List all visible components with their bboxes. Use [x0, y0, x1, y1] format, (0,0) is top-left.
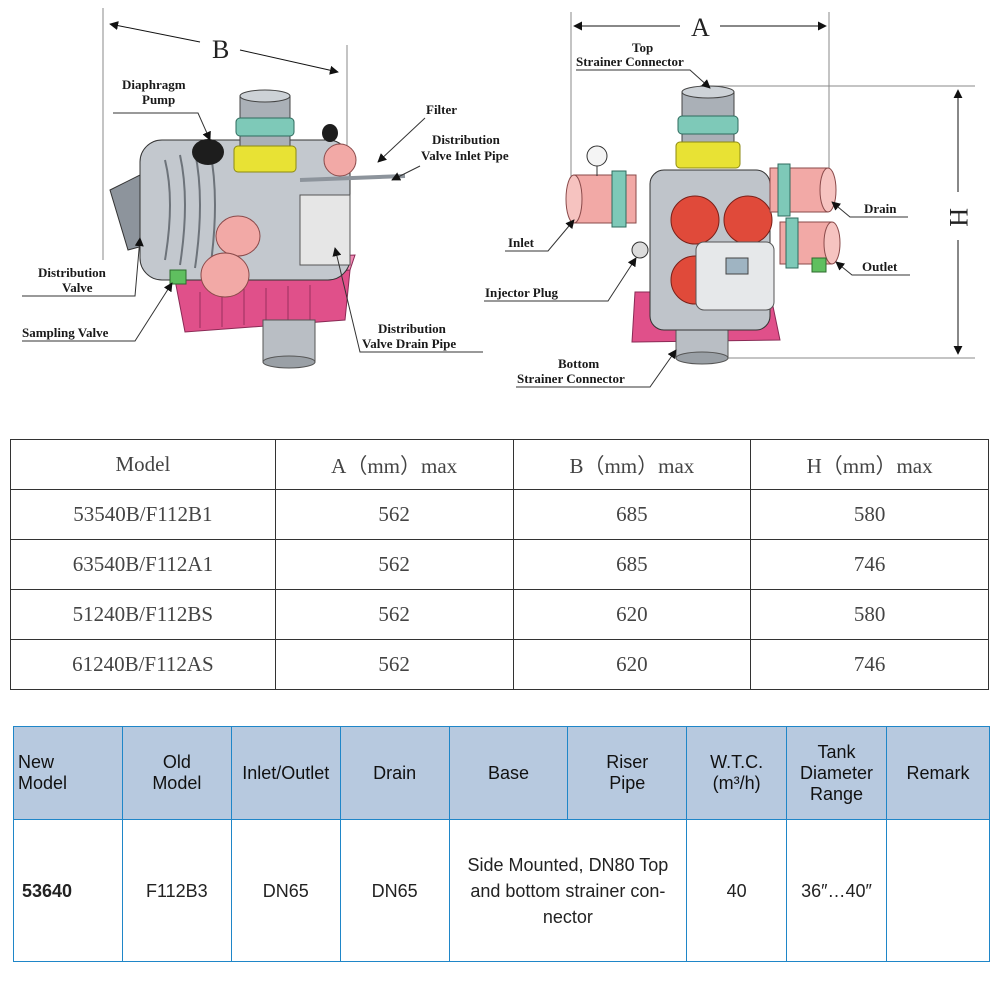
cell-h: 580	[750, 489, 989, 540]
cell-a: 562	[274, 489, 514, 540]
label-distribution-valve-inlet-pipe-line2: Valve Inlet Pipe	[421, 148, 509, 163]
cell-inlet-outlet: DN65	[230, 819, 341, 962]
cell-new-model: 53640	[13, 819, 123, 962]
label-distribution-valve-inlet-pipe-line1: Distribution	[432, 132, 501, 147]
cell-a: 562	[274, 589, 514, 640]
dimensions-table: Model A（mm）max B（mm）max H（mm）max 53540B/…	[10, 439, 989, 690]
cell-drain: DN65	[339, 819, 450, 962]
cell-model: 61240B/F112AS	[10, 639, 276, 690]
right-valve-illustration: A H	[565, 12, 975, 365]
table-row: 53540B/F112B1 562 685 580	[10, 489, 989, 540]
header-b-mm-max: B（mm）max	[512, 439, 752, 490]
right-callouts: Top Strainer Connector Drain Inlet Outle…	[484, 40, 910, 388]
cell-old-model: F112B3	[121, 819, 232, 962]
table-row: 63540B/F112A1 562 685 746	[10, 539, 989, 590]
label-outlet: Outlet	[862, 259, 898, 274]
cell-h: 746	[750, 639, 989, 690]
label-bottom-strainer-connector-line2: Strainer Connector	[517, 371, 625, 386]
label-distribution-valve-drain-pipe-line1: Distribution	[378, 321, 447, 336]
header-drain: Drain	[339, 726, 450, 820]
label-drain: Drain	[864, 201, 897, 216]
cell-model: 53540B/F112B1	[10, 489, 276, 540]
header-wtc: W.T.C.(m³/h)	[686, 726, 788, 820]
table-row: 51240B/F112BS 562 620 580	[10, 589, 989, 640]
header-h-mm-max: H（mm）max	[750, 439, 989, 490]
cell-model: 63540B/F112A1	[10, 539, 276, 590]
cell-a: 562	[274, 539, 514, 590]
label-diaphragm-pump-line2: Pump	[142, 92, 175, 107]
table-row: 53640 F112B3 DN65 DN65 Side Mounted, DN8…	[13, 819, 990, 962]
label-sampling-valve: Sampling Valve	[22, 325, 109, 340]
label-top-strainer-connector-line2: Strainer Connector	[576, 54, 684, 69]
cell-a: 562	[274, 639, 514, 690]
table-row: 61240B/F112AS 562 620 746	[10, 639, 989, 690]
cell-remark	[886, 819, 990, 962]
label-filter: Filter	[426, 102, 457, 117]
cell-tank-diameter-range: 36″…40″	[786, 819, 888, 962]
dimension-a-label: A	[691, 13, 710, 42]
cell-b: 685	[512, 539, 752, 590]
cell-model: 51240B/F112BS	[10, 589, 276, 640]
dimension-b-label: B	[212, 35, 229, 64]
dimension-h-label: H	[944, 208, 973, 227]
label-inlet: Inlet	[508, 235, 535, 250]
cell-b: 620	[512, 639, 752, 690]
label-distribution-valve-line2: Valve	[62, 280, 93, 295]
label-top-strainer-connector-line1: Top	[632, 40, 653, 55]
header-a-mm-max: A（mm）max	[274, 439, 514, 490]
label-injector-plug: Injector Plug	[485, 285, 559, 300]
left-valve-illustration: B	[102, 8, 406, 369]
cell-h: 580	[750, 589, 989, 640]
header-inlet-outlet: Inlet/Outlet	[230, 726, 341, 820]
label-distribution-valve-line1: Distribution	[38, 265, 107, 280]
label-bottom-strainer-connector-line1: Bottom	[558, 356, 599, 371]
label-diaphragm-pump-line1: Diaphragm	[122, 77, 186, 92]
header-base: Base	[448, 726, 569, 820]
cell-b: 620	[512, 589, 752, 640]
cell-h: 746	[750, 539, 989, 590]
cell-wtc: 40	[686, 819, 788, 962]
cell-b: 685	[512, 489, 752, 540]
left-callouts: Diaphragm Pump Filter Distribution Valve…	[22, 77, 509, 353]
valve-diagram: B	[22, 8, 975, 388]
header-model: Model	[10, 439, 276, 490]
header-remark: Remark	[886, 726, 990, 820]
dimensions-header-row: Model A（mm）max B（mm）max H（mm）max	[10, 439, 989, 490]
label-distribution-valve-drain-pipe-line2: Valve Drain Pipe	[362, 336, 456, 351]
